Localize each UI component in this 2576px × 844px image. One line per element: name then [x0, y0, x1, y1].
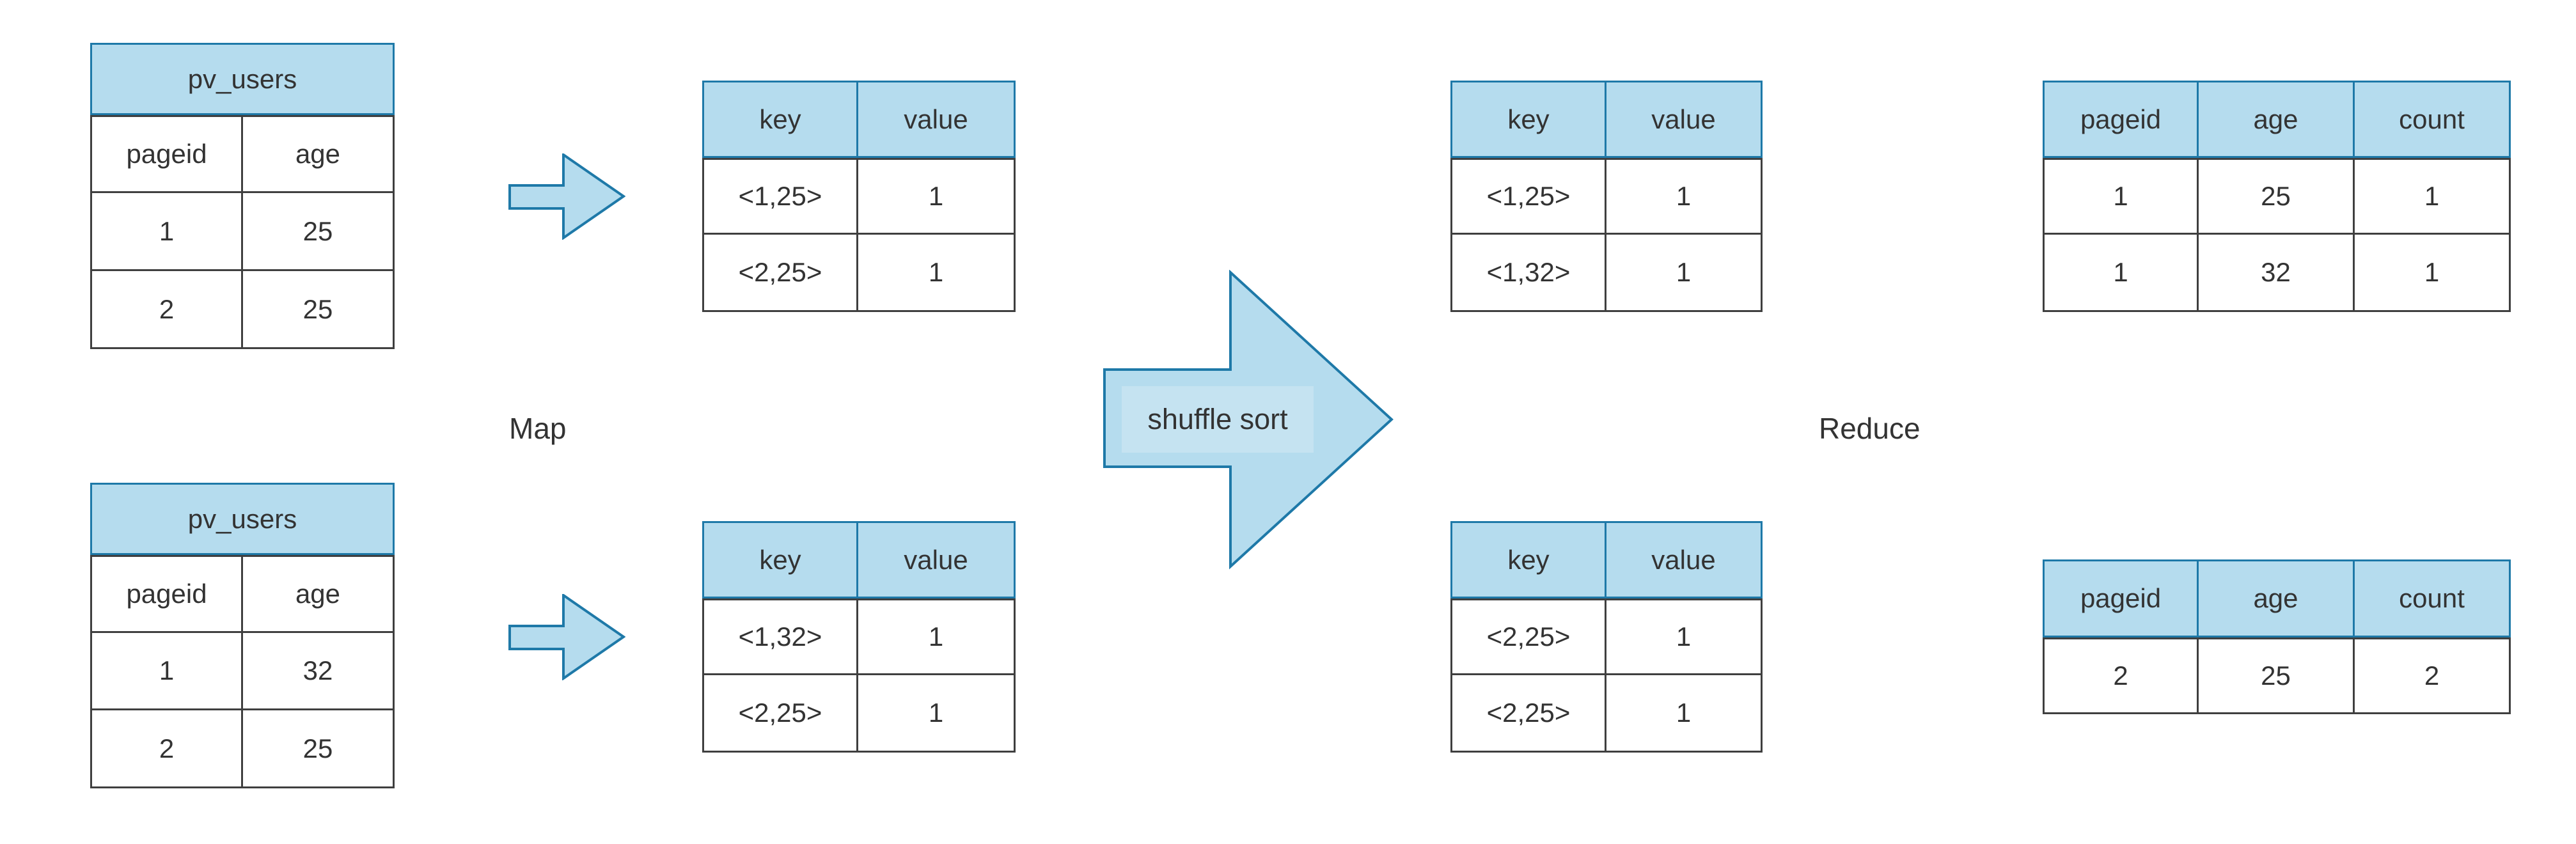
column-header: value [858, 81, 1016, 158]
table-cell: 2 [90, 710, 243, 788]
column-header: pageid [90, 555, 243, 633]
table-cell: 25 [243, 271, 395, 349]
column-header: count [2355, 81, 2511, 158]
reduce-label: Reduce [1819, 412, 1920, 445]
table-cell: 1 [1606, 235, 1763, 312]
column-header: value [1606, 81, 1763, 158]
table-cell: <2,25> [702, 675, 858, 753]
map-arrow-bottom-icon [508, 594, 625, 680]
table-cell: 32 [243, 633, 395, 710]
table-cell: 1 [2355, 235, 2511, 312]
table-cell: 2 [2355, 637, 2511, 714]
table-cell: <2,25> [1450, 598, 1606, 675]
table-cell: <1,32> [1450, 235, 1606, 312]
table-cell: 32 [2199, 235, 2355, 312]
table-cell: 1 [2043, 235, 2199, 312]
table-cell: 1 [2355, 158, 2511, 235]
table-cell: 25 [2199, 637, 2355, 714]
table-cell: <2,25> [1450, 675, 1606, 753]
table-cell: <1,25> [702, 158, 858, 235]
table-cell: 1 [858, 675, 1016, 753]
table-cell: 1 [1606, 675, 1763, 753]
table-cell: 1 [2043, 158, 2199, 235]
table-cell: 25 [243, 193, 395, 271]
table-cell: 2 [2043, 637, 2199, 714]
map-label: Map [509, 412, 567, 445]
column-header: value [858, 521, 1016, 598]
table-cell: 25 [2199, 158, 2355, 235]
column-header: count [2355, 559, 2511, 637]
column-header: key [702, 521, 858, 598]
table-cell: 1 [858, 235, 1016, 312]
column-header: key [1450, 81, 1606, 158]
column-header: pageid [90, 115, 243, 193]
table-cell: <2,25> [702, 235, 858, 312]
column-header: key [1450, 521, 1606, 598]
table-cell: <1,32> [702, 598, 858, 675]
shuffle-sort-arrow-icon [1103, 270, 1394, 570]
table-cell: 1 [858, 158, 1016, 235]
column-header: pageid [2043, 559, 2199, 637]
table-title: pv_users [90, 483, 395, 555]
table-cell: <1,25> [1450, 158, 1606, 235]
table-title: pv_users [90, 43, 395, 115]
table-cell: 1 [1606, 598, 1763, 675]
column-header: age [2199, 81, 2355, 158]
table-cell: 1 [90, 193, 243, 271]
table-cell: 2 [90, 271, 243, 349]
table-cell: 1 [858, 598, 1016, 675]
shuffle-sort-label: shuffle sort [1122, 386, 1314, 453]
column-header: age [2199, 559, 2355, 637]
map-arrow-top-icon [508, 153, 625, 240]
column-header: value [1606, 521, 1763, 598]
table-cell: 1 [90, 633, 243, 710]
column-header: pageid [2043, 81, 2199, 158]
column-header: age [243, 555, 395, 633]
table-cell: 25 [243, 710, 395, 788]
column-header: age [243, 115, 395, 193]
column-header: key [702, 81, 858, 158]
table-cell: 1 [1606, 158, 1763, 235]
